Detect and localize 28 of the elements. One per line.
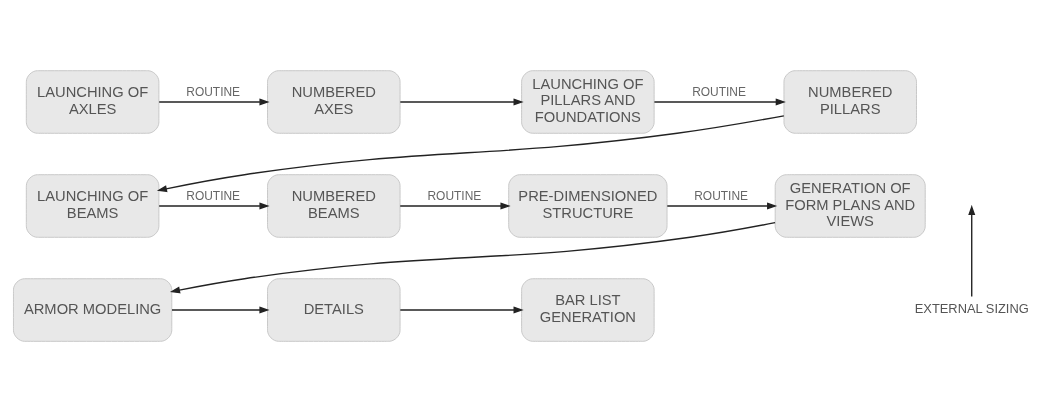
arrow <box>399 202 511 210</box>
node-box: PRE-DIMENSIONED STRUCTURE <box>508 174 668 238</box>
arrow <box>169 222 776 294</box>
arrow <box>666 202 778 210</box>
node-box: NUMBERED BEAMS <box>267 174 401 238</box>
node-box: LAUNCHING OF PILLARS AND FOUNDATIONS <box>521 70 655 134</box>
node-box: NUMBERED PILLARS <box>783 70 917 134</box>
arrow <box>399 98 524 106</box>
node-box: ARMOR MODELING <box>13 278 173 342</box>
node-box: GENERATION OF FORM PLANS AND VIEWS <box>774 174 926 238</box>
node-box: NUMBERED AXES <box>267 70 401 134</box>
arrow <box>158 98 270 106</box>
edge-label: ROUTINE <box>694 188 749 203</box>
edge-label: ROUTINE <box>186 188 241 203</box>
arrow <box>171 306 270 314</box>
edge-label: ROUTINE <box>692 84 746 99</box>
node-box: LAUNCHING OF BEAMS <box>25 174 160 238</box>
arrow <box>156 115 785 193</box>
node-box: BAR LIST GENERATION <box>521 278 655 342</box>
arrow <box>158 202 270 210</box>
arrow <box>968 204 976 298</box>
arrow <box>399 306 524 314</box>
node-box: DETAILS <box>267 278 401 342</box>
node-text: EXTERNAL SIZING <box>914 301 1029 317</box>
arrow <box>653 98 786 106</box>
edge-label: ROUTINE <box>427 188 482 203</box>
edge-label: ROUTINE <box>186 84 241 99</box>
node-box: LAUNCHING OF AXLES <box>25 70 160 134</box>
